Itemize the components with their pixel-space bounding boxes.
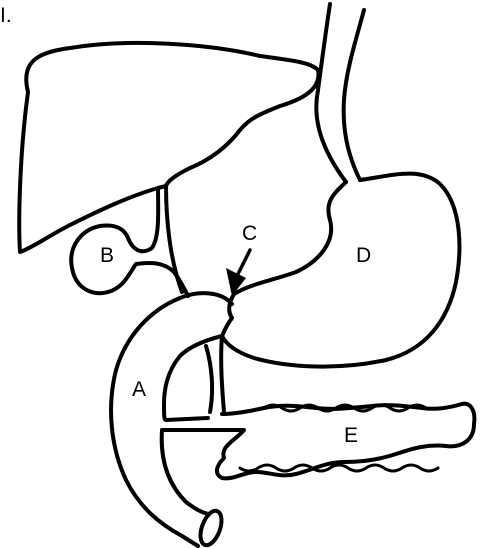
pancreas-wave-bottom: [240, 465, 438, 471]
bile-duct-outline: [206, 346, 212, 412]
label-a: A: [132, 378, 146, 401]
esophagus-outline-right: [344, 10, 364, 180]
label-e: E: [344, 424, 358, 447]
panel-label: I.: [0, 4, 12, 27]
esophagus-outline: [316, 4, 346, 182]
duodenum-lower-inner: [162, 430, 208, 514]
label-d: D: [356, 244, 371, 267]
stomach-outline: [222, 174, 459, 367]
label-c: C: [242, 222, 257, 245]
duodenum-opening: [196, 508, 225, 548]
hepatogastric-line: [166, 186, 182, 292]
label-b: B: [100, 244, 114, 267]
pancreas-outline: [164, 404, 474, 479]
bile-duct-outline-right: [221, 336, 224, 412]
